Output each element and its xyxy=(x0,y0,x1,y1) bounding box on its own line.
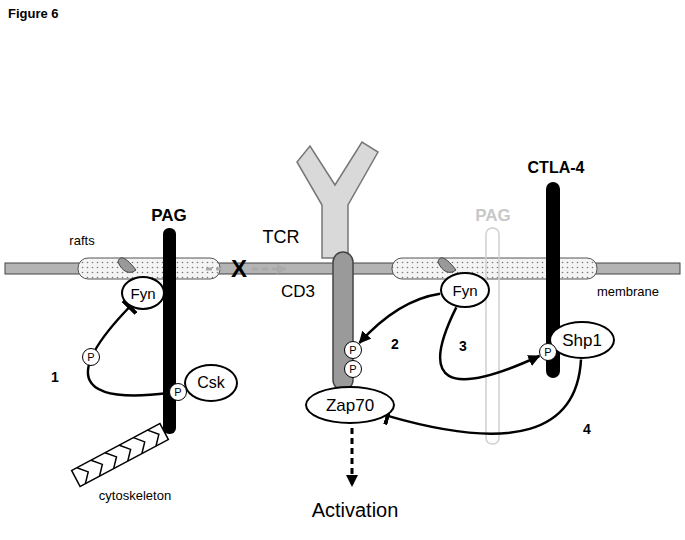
protein-oval: Zap70 xyxy=(305,386,395,424)
phospho-mark: P xyxy=(349,364,356,375)
step-number: 1 xyxy=(51,370,59,385)
inhibition-connector xyxy=(388,360,581,434)
phospho-mark: P xyxy=(544,347,551,358)
block-mark: X xyxy=(231,256,247,282)
cytoskeleton-label: cytoskeleton xyxy=(99,489,171,503)
protein-oval: Csk xyxy=(184,364,238,402)
step-number: 3 xyxy=(459,339,467,354)
cytoskeleton-band xyxy=(72,424,169,487)
fyn-anchor xyxy=(118,258,136,273)
inhibition-connector xyxy=(88,307,169,395)
figure-title: Figure 6 xyxy=(8,6,59,21)
pag-transmembrane xyxy=(163,228,176,434)
protein-label-faded: PAG xyxy=(475,207,511,226)
phospho-mark: P xyxy=(349,345,356,356)
step-number: 2 xyxy=(391,337,399,352)
lipid-raft xyxy=(392,258,597,279)
pag-faded xyxy=(486,228,499,444)
phospho-circle: P xyxy=(169,383,187,401)
step-number: 4 xyxy=(583,422,591,437)
protein-name: Fyn xyxy=(452,283,477,298)
protein-oval: Fyn xyxy=(121,276,165,310)
protein-label: CTLA-4 xyxy=(528,159,585,177)
activation-arrow xyxy=(351,428,354,486)
phospho-mark: P xyxy=(174,387,181,398)
protein-oval: Fyn xyxy=(440,272,490,308)
phospho-circle: P xyxy=(539,343,557,361)
protein-label: CD3 xyxy=(281,283,315,302)
raft-label: rafts xyxy=(69,234,94,248)
fyn-anchor xyxy=(438,258,456,273)
membrane-label: membrane xyxy=(597,285,659,299)
phospho-mark: P xyxy=(87,352,94,363)
protein-label: PAG xyxy=(151,207,187,226)
receptor-label: TCR xyxy=(263,228,300,248)
tcr-receptor xyxy=(297,142,378,258)
protein-name: Shp1 xyxy=(562,332,602,349)
protein-name: Fyn xyxy=(130,286,155,301)
outcome-label: Activation xyxy=(312,499,399,521)
activation-connector xyxy=(440,307,539,379)
protein-name: Csk xyxy=(197,375,225,391)
phospho-circle: P xyxy=(344,360,362,378)
protein-name: Zap70 xyxy=(326,397,374,414)
phospho-circle: P xyxy=(82,348,100,366)
activation-connector xyxy=(359,294,440,343)
protein-oval: Shp1 xyxy=(549,321,615,359)
phospho-circle: P xyxy=(344,341,362,359)
